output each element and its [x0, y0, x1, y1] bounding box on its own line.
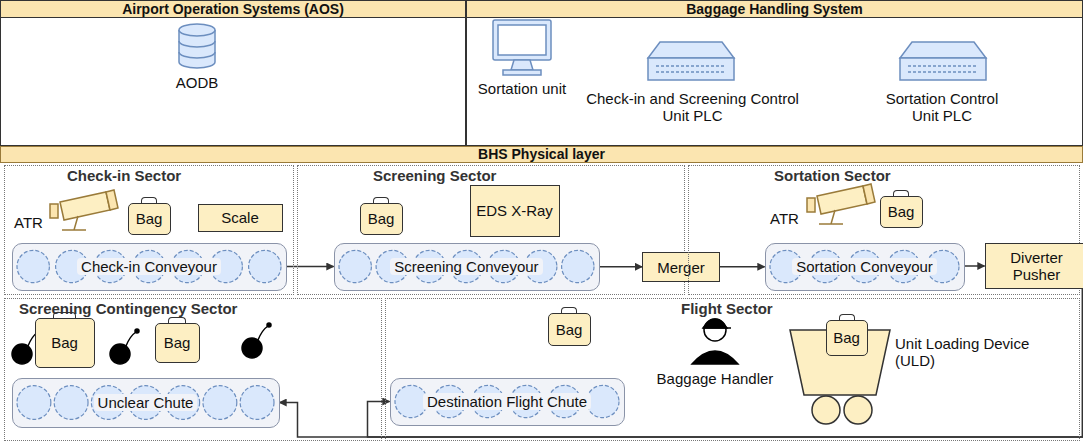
sector-heading: Check-in Sector: [67, 167, 181, 184]
box-label: Scale: [221, 209, 259, 226]
roller: [17, 385, 51, 419]
sector-region: Bag EDS X-RayScreening Conveyour Screening…: [297, 165, 685, 295]
box-label: EDS X-Ray: [476, 202, 553, 219]
bag-box: Bag: [826, 320, 868, 356]
bag-handle: [373, 197, 389, 203]
box-label: Bag: [51, 334, 78, 351]
icon-caption: Unit Loading Device (ULD): [895, 335, 1045, 369]
device-box: Merger: [642, 252, 720, 282]
database-icon: [179, 24, 215, 68]
person-icon: [692, 319, 738, 364]
bag-box: Bag: [360, 203, 403, 235]
bag-box: Bag: [548, 313, 591, 346]
conveyor-box: Unclear Chute: [12, 378, 280, 428]
sector-heading: Screening Sector: [373, 167, 496, 184]
icon-caption: AODB: [157, 74, 237, 91]
box-label: Merger: [657, 259, 705, 276]
bag-handle: [141, 197, 157, 203]
plc-icon: [648, 42, 734, 80]
device-box: Diverter Pusher: [985, 243, 1083, 289]
flow-arrow: [600, 266, 643, 268]
roller: [202, 385, 236, 419]
flow-arrow: [368, 289, 1083, 438]
flow-arrow: [720, 266, 765, 268]
box-label: Bag: [556, 321, 583, 338]
box-label: Bag: [136, 210, 163, 227]
roller: [17, 250, 49, 282]
box-label: Bag: [888, 203, 915, 220]
plc-icon: [900, 42, 986, 80]
sector-region: BagSortation Conveyour Diverter Pusher Sor…: [688, 165, 1080, 295]
box-label: Bag: [164, 334, 191, 351]
conveyor-box: Destination Flight Chute: [390, 378, 625, 426]
sector-heading: Sortation Sector: [774, 167, 891, 184]
device-box: Scale: [198, 204, 283, 232]
icon-caption: ATR: [14, 214, 54, 231]
bag-handle: [168, 317, 185, 323]
bag-handle: [561, 307, 577, 313]
bag-box: Bag: [880, 196, 923, 228]
box-label: Diverter Pusher: [986, 249, 1083, 283]
system-panel: Airport Operation Systems (AOS): [0, 0, 466, 146]
box-label: Bag: [833, 329, 860, 346]
layer-band: BHS Physical layer: [0, 146, 1083, 163]
box-label: Sortation Conveyour: [792, 258, 937, 275]
sector-region: BagDestination Flight Chute Bag Flight Sec…: [385, 298, 1080, 441]
box-label: Destination Flight Chute: [423, 393, 591, 410]
roller: [339, 250, 371, 282]
panel-heading: Airport Operation Systems (AOS): [1, 1, 465, 18]
bag-box: Bag: [128, 203, 171, 235]
sector-region: Bag ScaleCheck-in Conveyour Check-in Secto…: [4, 165, 294, 295]
box-label: Screening Conveyour: [390, 258, 542, 275]
atr-camera: [807, 184, 875, 224]
box-label: Check-in Conveyour: [77, 258, 221, 275]
atr-camera: [50, 190, 118, 230]
conveyor-box: Screening Conveyour: [334, 243, 600, 291]
bag-box: Bag: [155, 323, 200, 363]
icon-caption: Sortation unit: [462, 80, 582, 97]
roller: [54, 385, 88, 419]
system-panel: Baggage Handling System: [466, 0, 1083, 146]
bag-handle: [839, 314, 855, 320]
icon-caption: ATR: [770, 210, 810, 227]
box-label: Bag: [368, 210, 395, 227]
panel-heading: Baggage Handling System: [467, 1, 1082, 18]
icon-caption: Baggage Handler: [640, 370, 790, 387]
bag-box: Bag: [35, 318, 95, 368]
sector-heading: Flight Sector: [681, 300, 773, 317]
flow-arrow: [965, 265, 985, 267]
uld-cart: [790, 330, 890, 424]
flow-arrow: [280, 289, 1083, 438]
conveyor-box: Check-in Conveyour: [12, 243, 287, 291]
sector-heading: Screening Contingency Sector: [19, 300, 237, 317]
device-box: EDS X-Ray: [470, 185, 560, 237]
icon-caption: Sortation Control Unit PLC: [872, 90, 1012, 124]
computer-icon: [493, 20, 551, 75]
box-label: Unclear Chute: [94, 394, 198, 411]
conveyor-box: Sortation Conveyour: [765, 243, 965, 291]
roller: [240, 385, 274, 419]
roller: [248, 250, 280, 282]
icon-caption: Check-in and Screening Control Unit PLC: [585, 90, 800, 124]
box-label: BHS Physical layer: [478, 147, 605, 162]
roller: [561, 250, 593, 282]
bag-handle: [893, 190, 909, 196]
sector-region: Bag BagUnclear Chute Screening Contingency…: [4, 298, 382, 441]
